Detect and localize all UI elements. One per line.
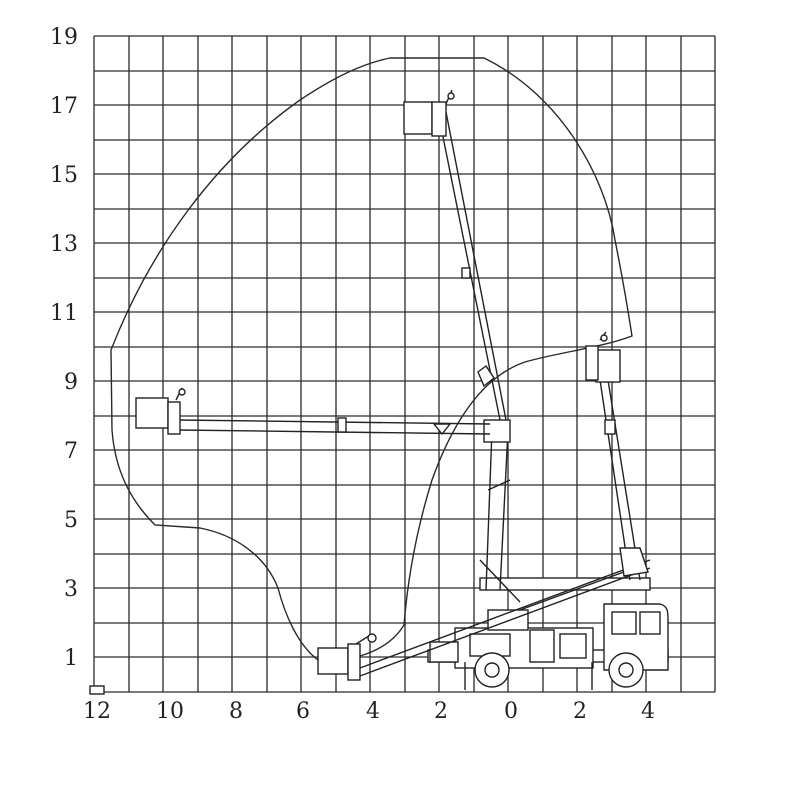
truck xyxy=(427,577,669,690)
y-tick-label: 7 xyxy=(64,439,78,464)
x-tick-label: 2 xyxy=(434,699,448,724)
y-tick-label: 1 xyxy=(64,646,78,671)
platform-extended-left xyxy=(135,387,186,435)
x-axis: 12 10 8 6 4 2 0 2 4 xyxy=(83,699,655,724)
x-tick-label: 8 xyxy=(229,699,243,724)
y-tick-label: 9 xyxy=(64,370,78,395)
boom-articulated xyxy=(479,419,521,603)
boom-top xyxy=(437,111,507,421)
boom-ground-left xyxy=(359,559,651,677)
y-axis: 19 17 15 13 11 9 7 5 3 1 xyxy=(50,25,78,671)
x-tick-label: 10 xyxy=(156,699,184,724)
platform-ground-left xyxy=(317,633,377,681)
y-tick-label: 11 xyxy=(50,301,78,326)
platform-top xyxy=(403,89,455,137)
y-tick-label: 13 xyxy=(50,232,78,257)
y-tick-label: 15 xyxy=(50,163,78,188)
reach-envelope xyxy=(110,57,633,661)
x-tick-label: 6 xyxy=(296,699,310,724)
platform-right-raised xyxy=(585,331,621,383)
x-tick-label: 4 xyxy=(366,699,380,724)
x-tick-label: 12 xyxy=(83,699,111,724)
x-tick-label: 0 xyxy=(504,699,518,724)
boom-extended-left xyxy=(177,417,491,436)
boom-right-raised xyxy=(599,379,649,581)
y-tick-label: 17 xyxy=(50,94,78,119)
y-tick-label: 5 xyxy=(64,508,78,533)
y-tick-label: 19 xyxy=(50,25,78,50)
x-tick-label: 2 xyxy=(573,699,587,724)
x-tick-label: 4 xyxy=(641,699,655,724)
y-tick-label: 3 xyxy=(64,577,78,602)
reference-marker xyxy=(89,685,105,695)
